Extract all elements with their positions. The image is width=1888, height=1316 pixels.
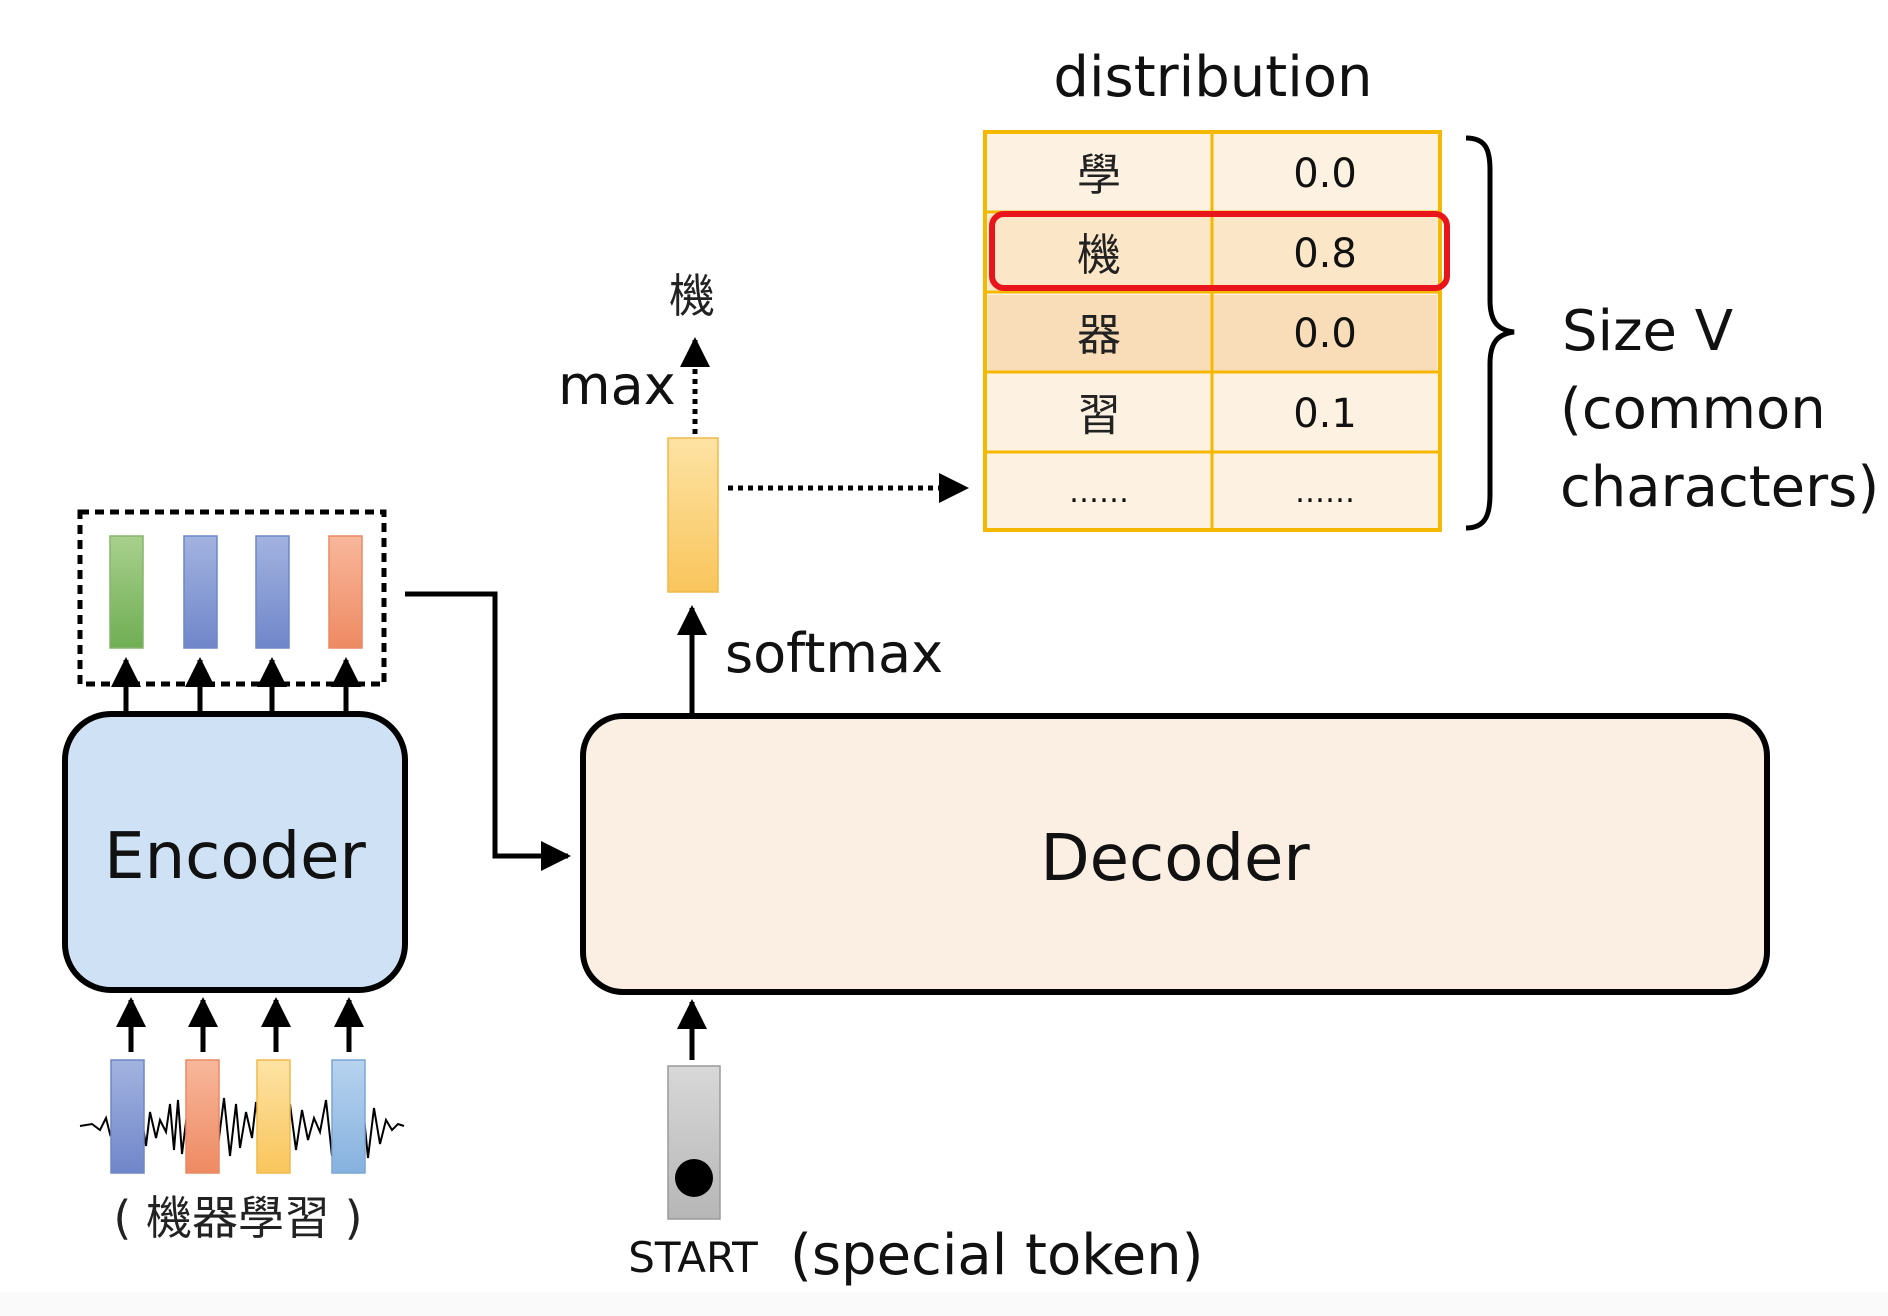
dist-row-2-prob: 0.8 bbox=[1293, 231, 1357, 277]
special-token-note: (special token) bbox=[790, 1223, 1204, 1288]
encoder-output-vector-4 bbox=[328, 535, 363, 649]
input-vector-3 bbox=[256, 1059, 291, 1174]
max-label: max bbox=[558, 354, 676, 417]
encoder-output-arrows bbox=[111, 657, 361, 714]
dist-row-3-prob: 0.0 bbox=[1293, 311, 1357, 357]
input-vector-1 bbox=[110, 1059, 145, 1174]
start-token-dot bbox=[675, 1159, 713, 1197]
encoder-output-vector-2 bbox=[183, 535, 218, 649]
vocab-size-line-1: Size V bbox=[1562, 299, 1733, 364]
decoder-output-vector bbox=[667, 437, 719, 593]
dist-row-4-prob: 0.1 bbox=[1293, 391, 1357, 437]
decoder-label: Decoder bbox=[1040, 822, 1310, 896]
dist-row-5-prob: …… bbox=[1295, 475, 1355, 510]
dist-row-4-char: 習 bbox=[1077, 390, 1121, 441]
dist-row-2-char: 機 bbox=[1077, 230, 1121, 281]
vocab-size-line-2: (common bbox=[1560, 377, 1826, 442]
distribution-table bbox=[983, 130, 1442, 532]
encoder-output-vector-1 bbox=[109, 535, 144, 649]
encoder-output-box bbox=[77, 509, 387, 687]
encoder-output-vector-3 bbox=[255, 535, 290, 649]
dist-row-1-char: 學 bbox=[1077, 150, 1121, 201]
dist-row-1-prob: 0.0 bbox=[1293, 151, 1357, 197]
input-caption: ( 機器學習 ) bbox=[113, 1191, 362, 1245]
encoder-input-arrows bbox=[116, 997, 364, 1052]
vocab-size-line-3: characters) bbox=[1560, 455, 1879, 520]
max-row-highlight bbox=[989, 211, 1450, 291]
encoder-to-decoder-arrow bbox=[405, 591, 571, 871]
vocab-size-brace bbox=[1465, 135, 1515, 531]
start-token-label: START bbox=[628, 1233, 758, 1282]
dist-row-3-char: 器 bbox=[1077, 310, 1121, 361]
distribution-title: distribution bbox=[1053, 45, 1372, 110]
bottom-strip bbox=[0, 1292, 1888, 1316]
softmax-label: softmax bbox=[725, 622, 943, 685]
dist-row-5-char: …… bbox=[1069, 475, 1129, 510]
encoder-block bbox=[62, 711, 408, 993]
decoder-block bbox=[580, 713, 1770, 995]
encoder-label: Encoder bbox=[104, 820, 366, 894]
max-output-char: 機 bbox=[669, 269, 715, 323]
input-vector-2 bbox=[185, 1059, 220, 1174]
input-vector-4 bbox=[331, 1059, 366, 1174]
